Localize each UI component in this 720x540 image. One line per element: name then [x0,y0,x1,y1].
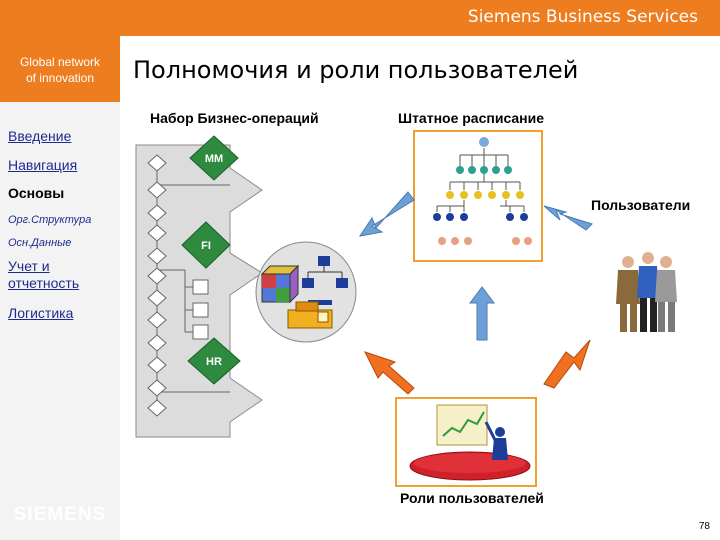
module-badge-hr: HR [187,337,241,385]
nav-accounting-line-2: отчетность [8,275,80,291]
module-label-fi: FI [201,240,211,252]
nav-item-basics[interactable]: Основы [8,185,65,201]
page-title: Полномочия и роли пользователей [133,56,579,84]
person-1 [616,256,640,332]
module-badge-mm: MM [189,135,239,181]
person-2 [637,252,659,332]
nav-link-master-data[interactable]: Осн.Данные [8,237,72,249]
process-panel [135,144,263,438]
users-label: Пользователи [591,197,691,213]
arrow-staffing-to-operations [358,191,415,237]
sidebar-panel [0,102,120,540]
cash-register-icon [287,301,333,329]
nav-accounting-line-1: Учет и [8,258,50,274]
staffing-org-chart [413,130,543,262]
tagline-line-1: Global network [19,55,101,69]
arrow-users-to-staffing [543,205,593,231]
nav-link-navigation[interactable]: Навигация [8,157,78,173]
page-number: 78 [698,521,710,532]
cube-icon [260,264,300,304]
arrow-roles-to-operations [364,351,415,395]
user-roles-label: Роли пользователей [400,490,544,506]
nav-link-accounting[interactable]: Учет и отчетность [8,258,79,292]
tagline-line-2: of innovation [25,71,95,85]
user-roles-picture [395,397,537,487]
nav-link-logistics[interactable]: Логистика [8,305,74,321]
nav-link-org-structure[interactable]: Орг.Структура [8,214,92,226]
top-bar: Siemens Business Services [0,0,720,36]
staffing-label: Штатное расписание [398,110,545,126]
module-label-mm: MM [205,153,223,165]
presenter-figure [484,421,508,460]
nav-link-intro[interactable]: Введение [8,128,72,144]
users-group [616,252,677,332]
sidebar-tagline: Global network of innovation [0,54,120,86]
module-badge-fi: FI [181,221,231,269]
business-operations-label: Набор Бизнес-операций [150,110,319,126]
person-3 [655,256,677,332]
siemens-logo: SIEMENS [13,504,107,525]
arrow-roles-to-staffing [469,286,495,341]
sidebar: Global network of innovation SIEMENS [0,36,120,540]
module-label-hr: HR [206,356,222,368]
arrow-users-to-roles [543,339,591,389]
brand-name: Siemens Business Services [467,7,698,27]
authorization-circle [255,241,357,343]
